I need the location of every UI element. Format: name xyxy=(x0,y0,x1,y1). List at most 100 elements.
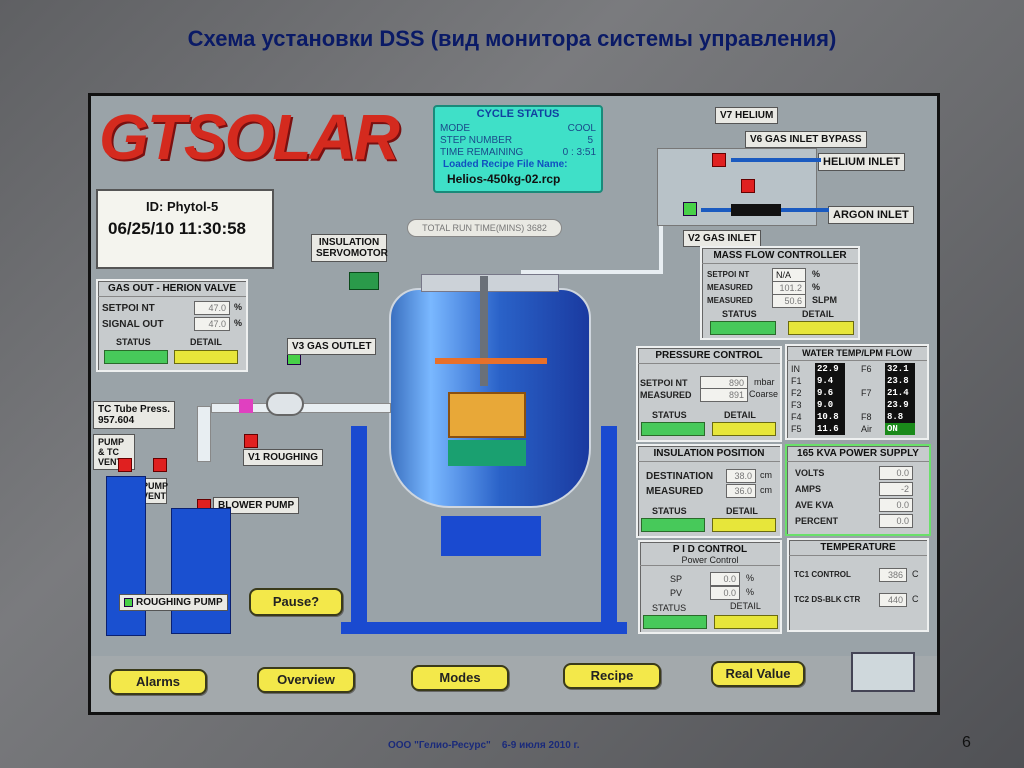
insulation-meas-unit: cm xyxy=(760,485,772,495)
roughing-pump-label: ROUGHING PUMP xyxy=(119,594,228,611)
v1-roughing-valve[interactable] xyxy=(244,434,258,448)
mfc-status-indicator[interactable] xyxy=(710,321,776,335)
mfc-measured1-value: 101.2 xyxy=(772,281,806,295)
throttle-valve xyxy=(266,392,304,416)
v6-bypass-valve[interactable] xyxy=(741,179,755,193)
pressure-detail-label: DETAIL xyxy=(724,410,756,420)
tc2-label: TC2 DS-BLK CTR xyxy=(794,595,861,604)
water-label-left: F5 xyxy=(791,424,802,434)
mfc-detail-button[interactable] xyxy=(788,321,854,335)
temperature-title: TEMPERATURE xyxy=(789,540,927,556)
mode-value: COOL xyxy=(567,123,596,134)
pid-panel: P I D CONTROL Power Control SP 0.0 % PV … xyxy=(638,540,782,634)
gas-out-setpoint-unit: % xyxy=(234,302,243,312)
pressure-measured-unit: Coarse xyxy=(749,389,779,399)
v2-gas-inlet-label: V2 GAS INLET xyxy=(683,230,762,247)
blower-pump-body xyxy=(171,508,231,634)
roughing-pump-body xyxy=(106,476,146,636)
gas-out-status-label: STATUS xyxy=(116,337,151,347)
water-value-right: 32.1 xyxy=(885,363,915,375)
pid-status-indicator[interactable] xyxy=(643,615,707,629)
power-amps-label: AMPS xyxy=(795,484,822,494)
modes-button[interactable]: Modes xyxy=(411,665,509,691)
pump-tc-vent-text: PUMP & TC VENT xyxy=(98,437,124,467)
insulation-panel: INSULATION POSITION DESTINATION 38.0 cm … xyxy=(636,444,782,538)
recipe-label: Loaded Recipe File Name: xyxy=(443,159,568,170)
insulation-dest-unit: cm xyxy=(760,470,772,480)
real-value-button[interactable]: Real Value xyxy=(711,661,805,687)
gas-out-setpoint-label: SETPOI NT xyxy=(102,303,155,314)
tc-tube-value: 957.604 xyxy=(98,415,135,426)
gas-out-detail-button[interactable] xyxy=(174,350,238,364)
pump-vent-valve[interactable] xyxy=(153,458,167,472)
gas-outlet-line-h xyxy=(521,270,663,274)
insulation-status-indicator[interactable] xyxy=(641,518,705,532)
pressure-status-indicator[interactable] xyxy=(641,422,705,436)
tc2-unit: C xyxy=(912,594,919,604)
herion-valve-icon xyxy=(239,399,253,413)
power-volts-label: VOLTS xyxy=(795,468,825,478)
v6-bypass-label: V6 GAS INLET BYPASS xyxy=(745,131,867,148)
time-remaining-label: TIME REMAINING xyxy=(440,147,524,158)
pump-tc-vent-valve[interactable] xyxy=(118,458,132,472)
datetime-text: 06/25/10 11:30:58 xyxy=(108,219,247,238)
pid-pv-unit: % xyxy=(746,587,755,597)
recipe-file-name: Helios-450kg-02.rcp xyxy=(447,172,561,186)
water-label-left: F2 xyxy=(791,388,802,398)
slide-title: Схема установки DSS (вид монитора систем… xyxy=(187,26,837,51)
total-run-time: TOTAL RUN TIME(MINS) 3682 xyxy=(407,219,562,237)
v7-helium-label: V7 HELIUM xyxy=(715,107,779,124)
heater-bar-top xyxy=(435,358,547,364)
mfc-setpoint-unit: % xyxy=(812,269,821,279)
pressure-title: PRESSURE CONTROL xyxy=(638,348,780,364)
pump-vent-text: PUMP VENT xyxy=(142,481,168,501)
pause-button[interactable]: Pause? xyxy=(249,588,343,616)
vessel-base xyxy=(441,516,541,556)
pressure-measured-label: MEASURED xyxy=(640,390,692,400)
mfc-measured2-value: 50.6 xyxy=(772,294,806,308)
pressure-detail-button[interactable] xyxy=(712,422,776,436)
insulation-status-label: STATUS xyxy=(652,506,687,516)
water-value-right: 23.9 xyxy=(885,399,915,411)
v7-helium-valve[interactable] xyxy=(712,153,726,167)
mfc-measured1-unit: % xyxy=(812,282,821,292)
crucible xyxy=(448,392,526,438)
roughing-pump-indicator[interactable] xyxy=(124,597,133,607)
mass-flow-panel: MASS FLOW CONTROLLER SETPOI NT N/A % MEA… xyxy=(700,246,860,340)
insulation-servo-label: INSULATION SERVOMOTOR xyxy=(311,234,388,262)
tc-tube-label: TC Tube Press. xyxy=(98,404,171,415)
insulation-detail-button[interactable] xyxy=(712,518,776,532)
water-label-right: Air xyxy=(861,424,872,434)
mfc-setpoint-label: SETPOI NT xyxy=(707,270,750,279)
v1-roughing-label: V1 ROUGHING xyxy=(243,449,324,466)
v3-gas-outlet-label: V3 GAS OUTLET xyxy=(287,338,377,355)
roughing-pump-text: ROUGHING PUMP xyxy=(136,597,223,608)
tc1-value: 386 xyxy=(879,568,907,582)
overview-button[interactable]: Overview xyxy=(257,667,355,693)
power-amps-value: -2 xyxy=(879,482,913,496)
gas-out-status-indicator[interactable] xyxy=(104,350,168,364)
servomotor-icon xyxy=(349,272,379,290)
gas-out-title: GAS OUT - HERION VALVE xyxy=(98,281,246,297)
water-value-right: 23.8 xyxy=(885,375,915,387)
cycle-status-panel: CYCLE STATUS MODE COOL STEP NUMBER 5 TIM… xyxy=(433,105,603,193)
pid-title: P I D CONTROL xyxy=(672,544,748,555)
recipe-button[interactable]: Recipe xyxy=(563,663,661,689)
helium-line xyxy=(731,158,821,162)
gas-out-signal-label: SIGNAL OUT xyxy=(102,319,164,330)
logo-text: GTSOLAR xyxy=(99,101,400,173)
pid-detail-label: DETAIL xyxy=(730,601,761,611)
mfc-setpoint-value: N/A xyxy=(772,268,806,282)
screen-thumbnail-icon[interactable] xyxy=(851,652,915,692)
water-label-left: F3 xyxy=(791,400,802,410)
pid-status-label: STATUS xyxy=(652,603,687,613)
insulation-title: INSULATION POSITION xyxy=(638,446,780,462)
power-percent-label: PERCENT xyxy=(795,516,839,526)
mfc-measured2-label: MEASURED xyxy=(707,296,753,305)
insulation-meas-value: 36.0 xyxy=(726,484,756,498)
alarms-button[interactable]: Alarms xyxy=(109,669,207,695)
pid-detail-button[interactable] xyxy=(714,615,778,629)
power-title: 165 KVA POWER SUPPLY xyxy=(787,446,929,462)
v2-gas-inlet-valve[interactable] xyxy=(683,202,697,216)
